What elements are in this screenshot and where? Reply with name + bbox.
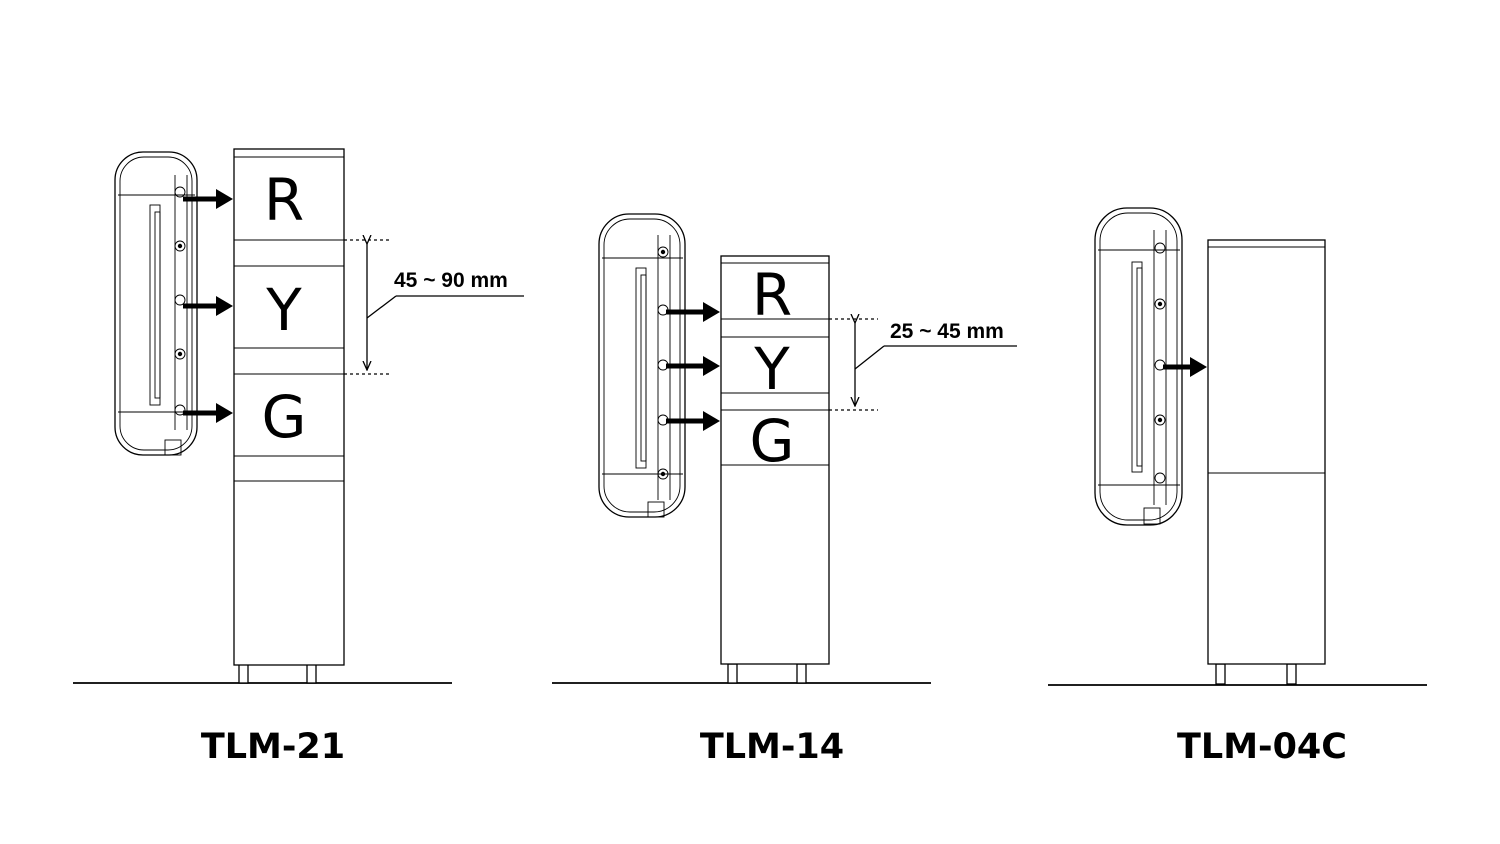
tower-foot [1286, 663, 1297, 685]
tower-foot [306, 663, 317, 684]
model-label: TLM-14 [700, 727, 844, 767]
insert-arrow [666, 356, 720, 376]
dimension-label: 45 ~ 90 mm [394, 269, 508, 292]
model-label: TLM-04C [1177, 727, 1347, 767]
tower-foot [796, 663, 807, 684]
segment-label-yellow: Y [265, 276, 302, 344]
insert-arrow [183, 189, 233, 209]
segment-pitch-dimension [344, 240, 524, 375]
segment-pitch-dimension [829, 319, 1017, 411]
insert-arrow [1163, 357, 1207, 377]
unit-tlm-14: R Y G [552, 213, 1017, 767]
led-module [114, 151, 198, 456]
unit-tlm-04c: TLM-04C [1048, 207, 1427, 767]
insert-arrow [183, 403, 233, 423]
unit-tlm-21: R Y G [73, 148, 524, 767]
insert-arrow [666, 302, 720, 322]
dimension-label: 25 ~ 45 mm [890, 320, 1004, 343]
segment-label-yellow: Y [753, 335, 790, 403]
tower-body [233, 148, 345, 666]
segment-label-red: R [264, 166, 304, 234]
model-label: TLM-21 [201, 727, 345, 767]
tower-body [720, 255, 830, 665]
segment-label-green: G [262, 383, 307, 451]
insert-arrow [183, 296, 233, 316]
led-module [1094, 207, 1183, 526]
tower-foot [238, 663, 249, 684]
tower-body [1207, 239, 1326, 665]
tower-foot [727, 663, 738, 684]
segment-label-green: G [750, 407, 795, 475]
segment-label-red: R [752, 261, 792, 329]
insert-arrow [666, 411, 720, 431]
tower-foot [1215, 663, 1226, 685]
